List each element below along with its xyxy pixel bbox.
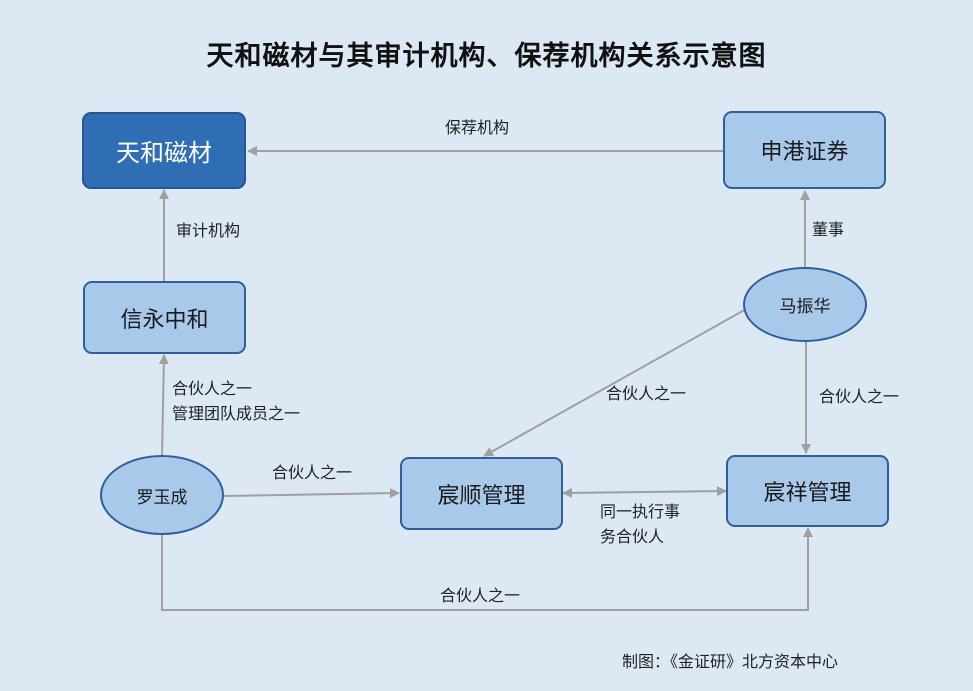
label-auditor: 审计机构	[176, 221, 241, 240]
node-chenxiang: 宸祥管理	[726, 455, 889, 527]
label-luo-chenxiang: 合伙人之一	[440, 586, 521, 605]
node-shengang: 申港证券	[723, 111, 886, 189]
node-mazhenhua: 马振华	[743, 267, 867, 342]
label-luo-chenshun: 合伙人之一	[272, 463, 353, 482]
edge-luo-chenxiang	[161, 527, 813, 611]
node-xinyong: 信永中和	[83, 281, 246, 354]
label-luo-xinyong-1: 合伙人之一	[172, 379, 253, 398]
credit-text: 制图：《金证研》北方资本中心	[622, 652, 839, 671]
label-director: 董事	[812, 220, 845, 239]
edge-ma-chenshun	[483, 307, 749, 457]
label-shunxiang-2: 务合伙人	[600, 527, 665, 546]
node-chenshun: 宸顺管理	[400, 457, 563, 530]
label-ma-chenxiang: 合伙人之一	[819, 387, 900, 406]
node-luoyucheng: 罗玉成	[100, 455, 224, 535]
label-luo-xinyong-2: 管理团队成员之一	[172, 404, 301, 423]
edge-shunxiang	[562, 486, 727, 498]
edge-luo-xinyong	[158, 354, 169, 457]
label-shunxiang-1: 同一执行事	[600, 502, 681, 521]
edge-luo-chenshun	[223, 488, 400, 499]
label-ma-chenshun: 合伙人之一	[606, 384, 687, 403]
node-tianhe: 天和磁材	[82, 112, 246, 189]
label-sponsor: 保荐机构	[445, 118, 510, 137]
page-title: 天和磁材与其审计机构、保荐机构关系示意图	[206, 41, 767, 72]
